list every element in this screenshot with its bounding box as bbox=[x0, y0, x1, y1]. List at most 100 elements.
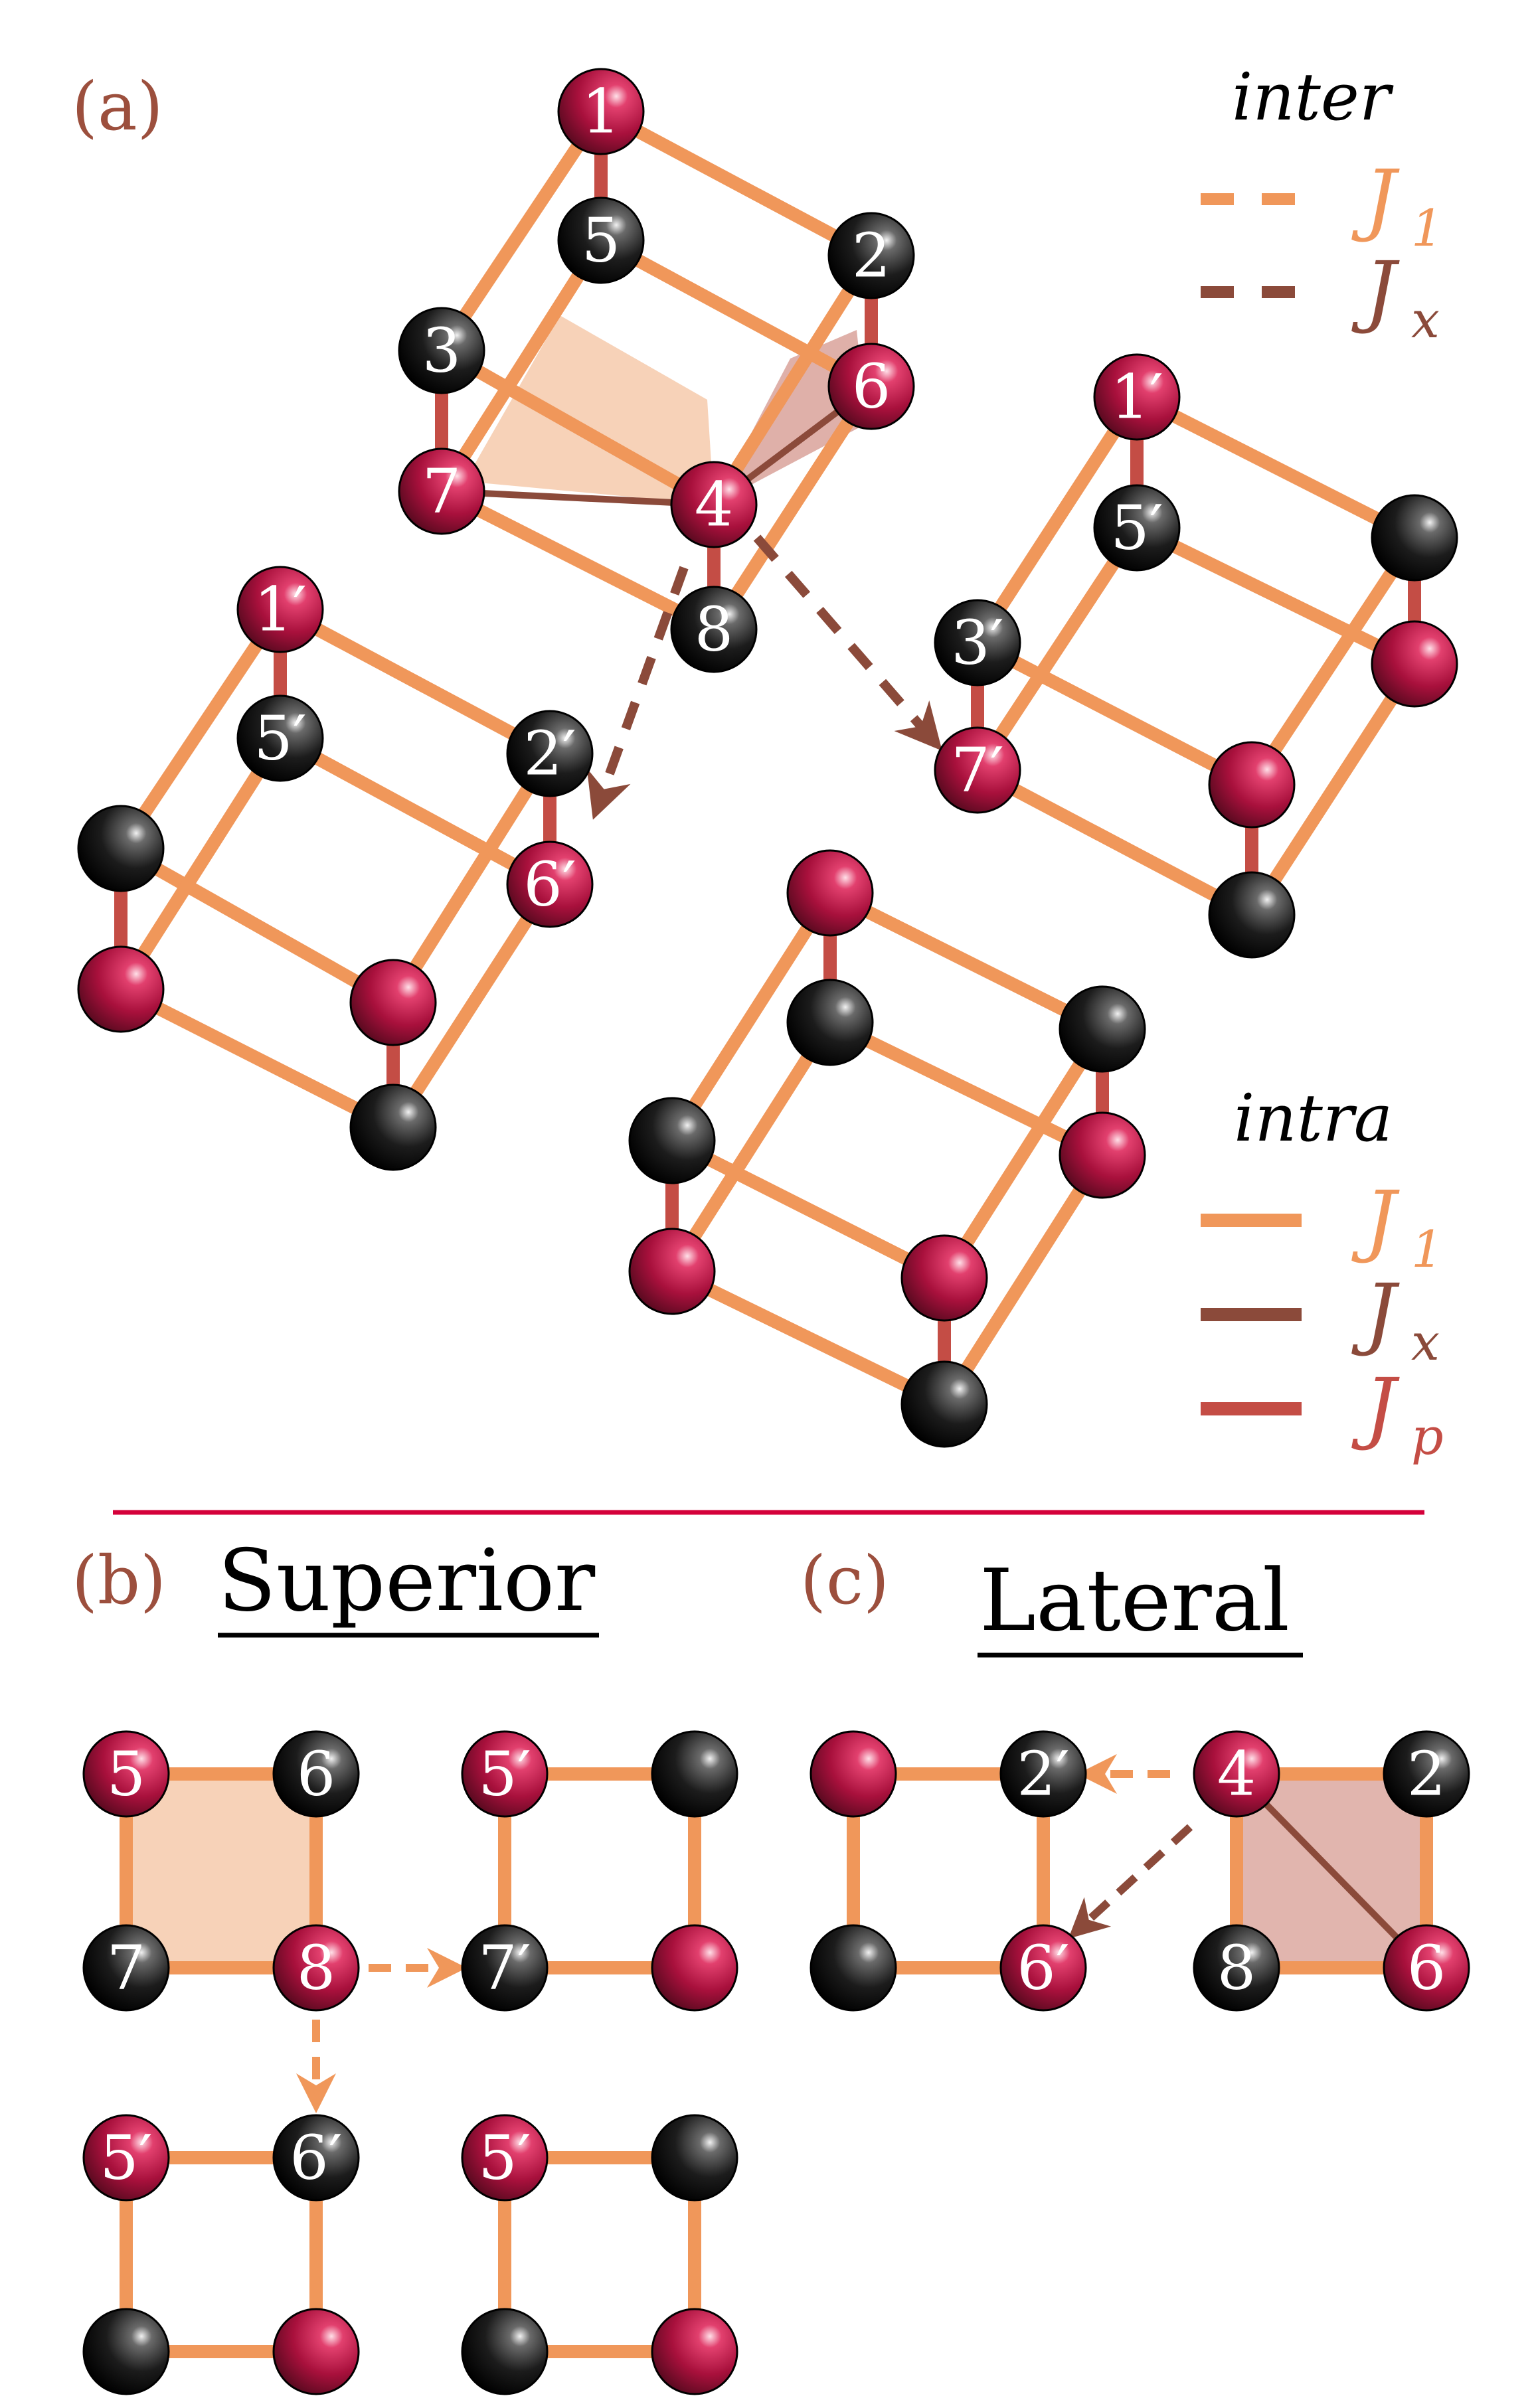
atom-5-label: 5 bbox=[582, 205, 621, 276]
left-atom-1prime bbox=[236, 566, 324, 653]
sup-diag-atom-6prime bbox=[651, 2114, 738, 2202]
legend-intra-jp-symbol: J bbox=[1351, 1361, 1400, 1453]
sup-right-atom-5prime-label: 5′ bbox=[478, 1739, 531, 1810]
bottom-atom-2 bbox=[1059, 985, 1146, 1073]
sup-atom-8-label: 8 bbox=[297, 1933, 336, 2004]
main-cube-atoms: 1 5 2 3 6 7 4 8 bbox=[398, 68, 915, 673]
bottom-atom-5 bbox=[786, 979, 874, 1066]
bottom-atom-3 bbox=[628, 1097, 716, 1184]
atom-5 bbox=[557, 197, 645, 284]
legend-intra-jx-subscript: x bbox=[1411, 1313, 1440, 1372]
right-atom-1prime-label: 1′ bbox=[1110, 362, 1163, 433]
legend-inter-j1-symbol: J bbox=[1351, 153, 1400, 244]
left-atom-5prime bbox=[236, 694, 324, 782]
inter-jx-arrows bbox=[586, 534, 942, 820]
atom-2 bbox=[827, 212, 915, 299]
superior-title: Superior bbox=[218, 1532, 596, 1631]
lat-atom-6prime bbox=[999, 1924, 1087, 2012]
sup-atom-6 bbox=[272, 1730, 360, 1818]
lateral-jx-diagonal bbox=[1234, 1771, 1429, 1970]
atom-3-label: 3 bbox=[422, 315, 462, 386]
right-atom-3prime bbox=[934, 599, 1021, 686]
sup-below-atom-5prime bbox=[82, 2114, 170, 2202]
sup-diag-atom-7prime bbox=[461, 2308, 549, 2395]
left-atom-3prime bbox=[77, 805, 165, 892]
bottom-atom-1 bbox=[786, 849, 874, 937]
atom-2-label: 2 bbox=[852, 220, 891, 291]
left-atom-4prime bbox=[349, 959, 437, 1046]
atom-3 bbox=[398, 307, 485, 394]
bottom-atom-7 bbox=[628, 1228, 716, 1315]
main-cube-shaded-triangle bbox=[714, 330, 867, 505]
panel-label-b: (b) bbox=[72, 1542, 166, 1619]
legend-intra-jp-subscript: p bbox=[1411, 1407, 1444, 1466]
left-atom-6prime bbox=[506, 841, 594, 928]
bottom-atom-8 bbox=[900, 1360, 988, 1448]
atom-1-label: 1 bbox=[582, 76, 621, 147]
right-atom-4prime bbox=[1208, 741, 1296, 829]
main-cube-shaded-face bbox=[465, 315, 714, 505]
left-atom-8prime bbox=[349, 1084, 437, 1171]
sup-below-atom-6prime bbox=[272, 2114, 360, 2202]
bottom-atom-6 bbox=[1059, 1111, 1146, 1199]
lat-atom-b bbox=[810, 1924, 897, 2012]
sup-right-atom-7prime-label: 7′ bbox=[478, 1933, 531, 2004]
atom-8-label: 8 bbox=[695, 594, 734, 665]
panel-label-a: (a) bbox=[72, 68, 163, 145]
sup-right-atom-6prime bbox=[651, 1730, 738, 1818]
lat-atom-6-label: 6 bbox=[1407, 1933, 1446, 2004]
sup-below-atom-7prime bbox=[82, 2308, 170, 2395]
panel-label-c: (c) bbox=[800, 1542, 889, 1619]
legend-intra-j1-subscript: 1 bbox=[1411, 1220, 1443, 1279]
sup-right-atom-8prime bbox=[651, 1924, 738, 2012]
legend-inter-jx-subscript: x bbox=[1411, 290, 1440, 349]
left-atom-2prime bbox=[506, 710, 594, 797]
sup-diag-atom-5prime bbox=[461, 2114, 549, 2202]
right-cube: 1′ 5′ 3′ 7′ bbox=[934, 353, 1458, 959]
lat-atom-4 bbox=[1193, 1730, 1280, 1818]
sup-right-atom-5prime bbox=[461, 1730, 549, 1818]
lat-atom-4-label: 4 bbox=[1217, 1739, 1256, 1810]
bottom-atom-4 bbox=[900, 1234, 988, 1322]
atom-7-label: 7 bbox=[422, 456, 462, 527]
right-atom-6prime bbox=[1371, 620, 1458, 708]
sup-atom-7-label: 7 bbox=[107, 1933, 146, 2004]
lat-atom-2prime-label: 2′ bbox=[1017, 1739, 1069, 1810]
sup-atom-5 bbox=[82, 1730, 170, 1818]
right-atom-5prime bbox=[1093, 484, 1181, 572]
legend-inter-heading: inter bbox=[1232, 60, 1394, 135]
sup-atom-8 bbox=[272, 1924, 360, 2012]
arrow-4-to-6prime-lateral bbox=[1068, 1824, 1193, 1939]
left-atom-1prime-label: 1′ bbox=[254, 574, 306, 645]
lat-atom-2prime bbox=[999, 1730, 1087, 1818]
atom-4 bbox=[670, 461, 758, 548]
left-atom-5prime-label: 5′ bbox=[254, 703, 306, 774]
right-atom-3prime-label: 3′ bbox=[951, 607, 1003, 679]
right-atom-2prime bbox=[1371, 494, 1458, 582]
lateral-title: Lateral bbox=[980, 1552, 1290, 1650]
legend-intra-jx-symbol: J bbox=[1351, 1267, 1400, 1358]
superior-squares: 5 6 7 8 5′ 7′ 5′ 6′ 5′ bbox=[82, 1730, 738, 2395]
lat-atom-8 bbox=[1193, 1924, 1280, 2012]
legend-inter: inter J 1 J x bbox=[1201, 60, 1443, 349]
atom-7 bbox=[398, 447, 485, 535]
bottom-cube bbox=[628, 849, 1146, 1448]
right-atom-8prime bbox=[1208, 871, 1296, 959]
main-cube: 1 5 2 3 6 7 4 8 bbox=[398, 68, 915, 673]
legend-intra-j1-symbol: J bbox=[1351, 1174, 1400, 1265]
atom-6 bbox=[827, 343, 915, 430]
sup-atom-7 bbox=[82, 1924, 170, 2012]
right-atom-5prime-label: 5′ bbox=[1110, 493, 1163, 564]
sup-atom-6-label: 6 bbox=[297, 1739, 336, 1810]
sup-right-atom-7prime bbox=[461, 1924, 549, 2012]
lat-atom-8-label: 8 bbox=[1217, 1933, 1256, 2004]
lat-atom-a bbox=[810, 1730, 897, 1818]
lat-atom-6prime-label: 6′ bbox=[1017, 1933, 1069, 2004]
legend-inter-jx-symbol: J bbox=[1351, 244, 1400, 336]
left-cube: 1′ 5′ 2′ 6′ bbox=[77, 566, 594, 1171]
legend-intra: intra J 1 J x J p bbox=[1201, 1081, 1444, 1466]
atom-8 bbox=[670, 586, 758, 673]
sup-below-atom-5prime-label: 5′ bbox=[100, 2123, 152, 2194]
arrow-4-to-7prime bbox=[753, 534, 942, 751]
